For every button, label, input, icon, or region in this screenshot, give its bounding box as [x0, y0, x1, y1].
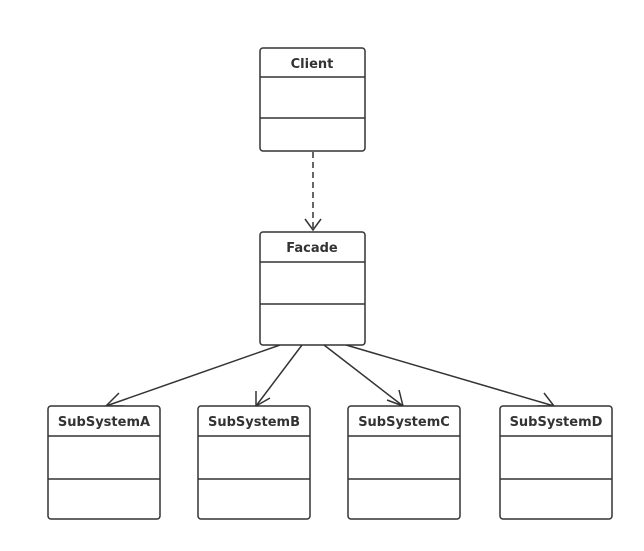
class-subsystem-d[interactable]: SubSystemD — [499, 405, 613, 520]
class-name-subsystem-a: SubSystemA — [58, 415, 150, 430]
class-name-facade: Facade — [286, 241, 338, 256]
class-subsystem-a[interactable]: SubSystemA — [47, 405, 161, 520]
class-name-subsystem-d: SubSystemD — [510, 415, 603, 430]
class-name-client: Client — [291, 57, 334, 72]
association-facade-subsystem-a — [104, 344, 281, 407]
association-facade-subsystem-d — [345, 344, 556, 407]
class-name-subsystem-b: SubSystemB — [208, 415, 300, 430]
class-subsystem-c[interactable]: SubSystemC — [347, 405, 461, 520]
class-client[interactable]: Client — [259, 47, 366, 152]
association-facade-subsystem-b — [255, 344, 303, 408]
class-name-subsystem-c: SubSystemC — [358, 415, 450, 430]
association-facade-subsystem-c — [323, 344, 405, 408]
class-subsystem-b[interactable]: SubSystemB — [197, 405, 311, 520]
dependency-client-facade — [304, 152, 322, 232]
class-facade[interactable]: Facade — [259, 231, 366, 346]
